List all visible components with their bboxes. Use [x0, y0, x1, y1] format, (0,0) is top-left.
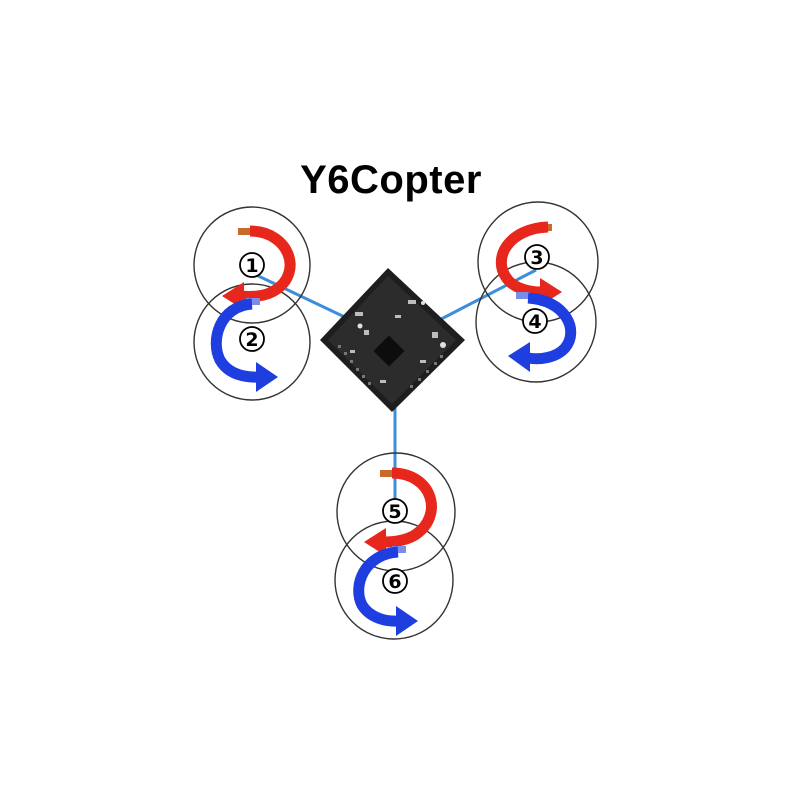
motor-1-label: 1	[239, 252, 265, 278]
motor-5-number: 5	[388, 501, 401, 523]
motor-4-arrow	[508, 292, 577, 372]
motor-6-number: 6	[388, 571, 401, 593]
motor-6-label: 6	[382, 568, 408, 594]
flight-controller-board	[320, 268, 465, 412]
motor-6-arrow	[353, 546, 418, 636]
motor-4-number: 4	[528, 311, 541, 333]
motor-5-label: 5	[382, 498, 408, 524]
diagram-title: Y6Copter	[300, 158, 482, 202]
motor-4-label: 4	[522, 308, 548, 334]
motor-1-number: 1	[245, 255, 258, 277]
motor-3-label: 3	[524, 244, 550, 270]
rotation-arrows	[210, 221, 577, 636]
motor-3-number: 3	[530, 247, 543, 269]
rotor-2-circle	[193, 283, 311, 401]
rotor-1-circle	[193, 206, 311, 324]
motor-2-arrow	[210, 298, 278, 392]
motor-2-number: 2	[245, 329, 258, 351]
motor-labels: 1 2 3 4 5 6	[239, 244, 550, 594]
motor-2-label: 2	[239, 326, 265, 352]
motor-5-arrow	[364, 467, 437, 556]
